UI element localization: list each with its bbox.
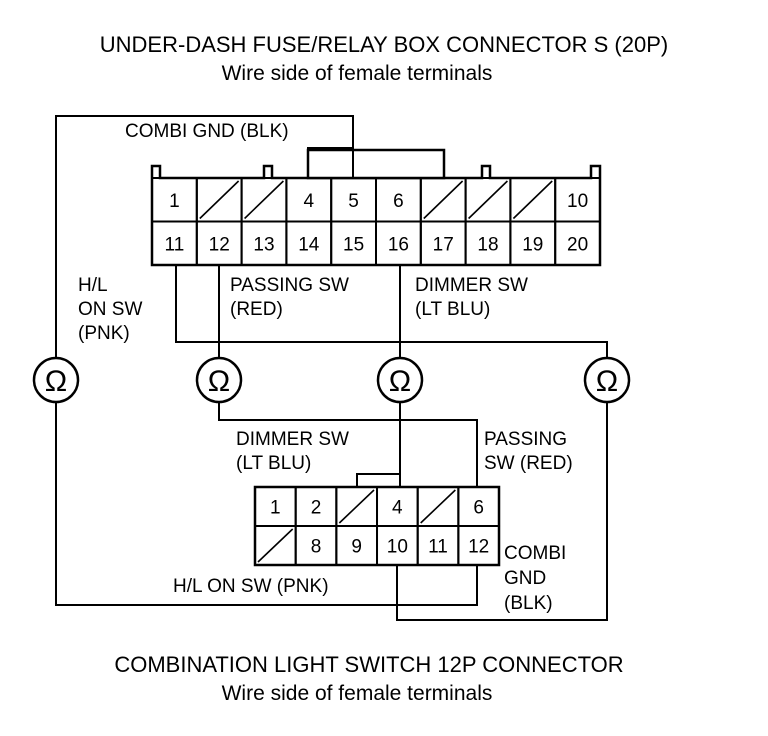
- top-connector-pin-number: 5: [348, 191, 359, 212]
- ohm-symbol-1: Ω: [45, 365, 67, 398]
- label-dimmer-sw-2: (LT BLU): [415, 299, 490, 320]
- top-connector-pin-number: 18: [477, 234, 498, 255]
- top-connector-empty-pin-slash: [423, 180, 464, 220]
- top-connector-pin-number: 11: [165, 234, 185, 255]
- top-connector-empty-pin-slash: [512, 180, 553, 220]
- ohmmeter-4: Ω: [583, 356, 631, 404]
- bottom-connector-pin-number: 11: [428, 537, 448, 558]
- top-connector-pin-number: 20: [567, 234, 588, 255]
- title-top: UNDER-DASH FUSE/RELAY BOX CONNECTOR S (2…: [100, 32, 668, 57]
- wire-meter1-bottom: [55, 403, 478, 606]
- wires: [55, 115, 608, 621]
- label-hl-on-sw-bottom: H/L ON SW (PNK): [173, 576, 329, 597]
- label-combi-gnd-b1: COMBI: [504, 543, 566, 564]
- label-passing-sw-b1: PASSING: [484, 429, 567, 450]
- label-dimmer-sw-1: DIMMER SW: [415, 275, 528, 296]
- bottom-connector-pin-number: 9: [351, 537, 362, 558]
- bottom-connector-pin-number: 4: [392, 498, 403, 519]
- ohm-symbol-4: Ω: [596, 365, 618, 398]
- wire-labels: COMBI GND (BLK) H/L ON SW (PNK) PASSING …: [78, 121, 573, 614]
- label-combi-gnd-b3: (BLK): [504, 593, 553, 614]
- ohm-symbol-2: Ω: [208, 365, 230, 398]
- bottom-connector-empty-pin-slash: [338, 489, 375, 524]
- top-connector-pin-number: 6: [393, 191, 404, 212]
- top-connector-pin-number: 4: [304, 191, 315, 212]
- ohmmeter-2: Ω: [195, 356, 243, 404]
- bottom-connector-pin-number: 6: [473, 498, 484, 519]
- top-connector-pin-number: 1: [169, 191, 180, 212]
- bottom-connector-pin-number: 2: [311, 498, 322, 519]
- label-dimmer-sw-b1: DIMMER SW: [236, 429, 349, 450]
- bottom-connector-pin-number: 12: [468, 537, 489, 558]
- top-connector-pin-number: 17: [433, 234, 454, 255]
- wire-meter4-bottom: [396, 403, 608, 621]
- ohmmeter-1: Ω: [32, 356, 80, 404]
- bottom-connector-pin-number: 1: [270, 498, 281, 519]
- top-connector-pin-number: 16: [388, 234, 409, 255]
- top-connector-pin-number: 15: [343, 234, 364, 255]
- ohmmeters: Ω Ω Ω Ω: [32, 356, 631, 404]
- label-passing-sw-1: PASSING SW: [230, 275, 349, 296]
- subtitle-top: Wire side of female terminals: [222, 62, 493, 85]
- label-combi-gnd-top: COMBI GND (BLK): [125, 121, 289, 142]
- top-connector-empty-pin-slash: [199, 180, 240, 220]
- wire-combi-gnd-top: [55, 115, 354, 358]
- ohm-symbol-3: Ω: [389, 365, 411, 398]
- label-hl-on-sw-3: (PNK): [78, 323, 130, 344]
- top-connector-pin-number: 10: [567, 191, 588, 212]
- top-connector-pin-number: 19: [522, 234, 543, 255]
- bottom-connector-pin-cell: 12: [457, 525, 501, 566]
- ohmmeter-3: Ω: [376, 356, 424, 404]
- wire-bottom-bracket: [356, 473, 401, 487]
- label-dimmer-sw-b2: (LT BLU): [236, 453, 311, 474]
- top-connector-latch: [306, 148, 446, 180]
- bottom-connector-pin-number: 8: [311, 537, 322, 558]
- label-hl-on-sw-1: H/L: [78, 275, 108, 296]
- bottom-connector-pin-number: 10: [387, 537, 408, 558]
- label-passing-sw-b2: SW (RED): [484, 453, 573, 474]
- top-connector-pin-cell: 20: [554, 220, 602, 266]
- label-hl-on-sw-2: ON SW: [78, 299, 142, 320]
- wire-hl-on-sw-top: [175, 265, 608, 358]
- subtitle-bottom: Wire side of female terminals: [222, 682, 493, 705]
- wire-meter2-bottom: [218, 403, 478, 487]
- top-connector-pin-number: 12: [209, 234, 230, 255]
- bottom-connector-empty-pin-slash: [420, 489, 456, 524]
- bottom-connector-empty-pin-slash: [257, 528, 294, 563]
- title-bottom: COMBINATION LIGHT SWITCH 12P CONNECTOR: [114, 652, 623, 677]
- top-connector-empty-pin-slash: [244, 180, 284, 220]
- label-combi-gnd-b2: GND: [504, 568, 546, 589]
- top-connector-pin-number: 13: [253, 234, 274, 255]
- top-connector-pin-number: 14: [298, 234, 320, 255]
- top-connector-empty-pin-slash: [468, 180, 508, 220]
- label-passing-sw-2: (RED): [230, 299, 283, 320]
